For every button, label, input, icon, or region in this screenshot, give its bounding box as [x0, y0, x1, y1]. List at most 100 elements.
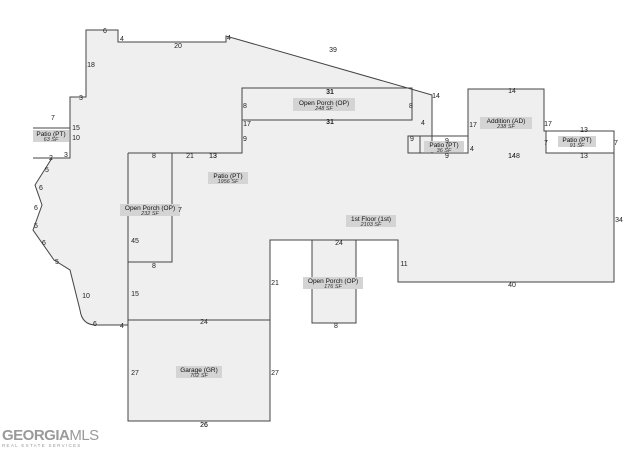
- dimension-label: 27: [131, 370, 139, 377]
- dimension-label: 39: [329, 47, 337, 54]
- house-outline: [32, 29, 615, 422]
- logo-brand: GEORGIAMLS: [2, 427, 99, 444]
- room-sf: 176 SF: [324, 284, 342, 290]
- room-name: Patio (PT): [213, 173, 242, 180]
- dimension-label: 13: [580, 153, 588, 160]
- dimension-label: 27: [271, 370, 279, 377]
- dimension-label: 15: [131, 291, 139, 298]
- dimension-label: 2: [49, 155, 53, 162]
- dimension-label: 34: [615, 217, 623, 224]
- dimension-label: 6: [39, 185, 43, 192]
- dimension-label: 5: [55, 259, 59, 266]
- room-label-first-floor: 1st Floor (1st) 2103 SF: [346, 215, 396, 228]
- room-sf: 2103 SF: [360, 222, 382, 228]
- dimension-label: 9: [410, 136, 414, 143]
- room-sf: 702 SF: [190, 373, 208, 379]
- room-label-addition: Addition (AD) 238 SF: [480, 117, 532, 130]
- room-name: Open Porch (OP): [299, 100, 349, 107]
- dimension-label: 9: [445, 153, 449, 160]
- dimension-label: 31: [326, 89, 334, 96]
- dimension-label: 14: [508, 88, 516, 95]
- georgia-mls-logo: GEORGIAMLS REAL ESTATE SERVICES: [2, 428, 99, 448]
- logo-subtitle: REAL ESTATE SERVICES: [2, 443, 82, 448]
- dimension-label: 8: [152, 263, 156, 270]
- dimension-label: 7: [614, 140, 618, 147]
- dimension-label: 13: [209, 153, 217, 160]
- room-label-patio-center: Patio (PT) 36 SF: [424, 141, 464, 154]
- dimension-label: 4: [120, 323, 124, 330]
- room-sf: 248 SF: [314, 106, 333, 112]
- dimension-label: 13: [580, 127, 588, 134]
- dimension-label: 17: [243, 121, 251, 128]
- room-sf: 63 SF: [44, 137, 59, 143]
- dimension-label: 8: [243, 103, 247, 110]
- room-sf: 36 SF: [437, 148, 452, 154]
- dimension-label: 4: [120, 36, 124, 43]
- room-name: Patio (PT): [429, 142, 458, 149]
- dimension-label: 26: [200, 422, 208, 429]
- room-name: 1st Floor (1st): [351, 216, 391, 223]
- dimension-label: 14: [432, 93, 440, 100]
- dimension-label: 20: [174, 43, 182, 50]
- room-label-patio-right: Patio (PT) 91 SF: [558, 136, 596, 149]
- dimension-label: 5: [34, 223, 38, 230]
- dimension-label: 13: [209, 153, 217, 160]
- room-label-patio-main: Patio (PT) 1956 SF: [208, 172, 248, 185]
- dimension-label: 11: [400, 261, 407, 268]
- dimension-label: 9: [445, 138, 449, 145]
- room-name: Open Porch (OP): [125, 205, 175, 212]
- room-name: Open Porch (OP): [308, 278, 358, 285]
- dimension-label: 6: [93, 321, 97, 328]
- dimension-label: 18: [87, 62, 95, 69]
- dimension-label: 9: [243, 136, 247, 143]
- open-porch-outline: [241, 87, 413, 121]
- dimension-label: 6: [42, 240, 46, 247]
- dimension-label: 15: [72, 125, 80, 132]
- room-label-patio-left: Patio (PT) 63 SF: [33, 130, 69, 143]
- room-label-open-porch-front: Open Porch (OP) 176 SF: [303, 277, 363, 290]
- dimension-label: 21: [186, 153, 194, 160]
- room-name: Patio (PT): [36, 131, 65, 138]
- dimension-label: 148: [508, 153, 520, 160]
- room-sf: 1956 SF: [218, 179, 239, 185]
- dimension-label: 3: [79, 95, 83, 102]
- dimension-label: 17: [469, 122, 477, 129]
- dimension-label: 6: [103, 28, 107, 35]
- dimension-label: 4: [421, 120, 425, 127]
- dimension-labels: 6 4 20 4 39 18 3 7 15 10 3 2 5 6 6 5 6 5…: [34, 28, 623, 429]
- patio-center-outline: [420, 135, 469, 153]
- dimension-label: 17: [544, 121, 552, 128]
- dimension-label: 24: [200, 319, 208, 326]
- patio-right-outline: [544, 130, 615, 153]
- room-sf: 232 SF: [140, 211, 159, 217]
- dimension-label: 4: [470, 146, 474, 153]
- dimension-label: 14: [508, 153, 516, 160]
- room-label-open-porch-left: Open Porch (OP) 232 SF: [120, 204, 180, 217]
- dimension-label: 24: [335, 240, 343, 247]
- room-name: Garage (GR): [180, 367, 218, 374]
- room-label-garage: Garage (GR) 702 SF: [176, 366, 222, 379]
- dimension-label: 6: [34, 205, 38, 212]
- dimension-label: 7: [178, 207, 182, 214]
- dimension-label: 7: [51, 115, 55, 122]
- dimension-label: 10: [82, 293, 90, 300]
- dimension-label: 31: [326, 119, 334, 126]
- room-sf: 238 SF: [496, 124, 515, 130]
- dimension-label: 5: [45, 167, 49, 174]
- room-name: Patio (PT): [562, 137, 591, 144]
- room-label-open-porch-top: Open Porch (OP) 248 SF: [293, 98, 355, 112]
- dimension-label: 7: [544, 140, 548, 147]
- dimension-label: 4: [227, 35, 231, 42]
- dimension-label: 26: [200, 422, 208, 429]
- dimension-label: 8: [152, 153, 156, 160]
- room-sf: 91 SF: [570, 143, 585, 149]
- dimension-label: 8: [409, 103, 413, 110]
- dimension-label: 10: [72, 135, 80, 142]
- dimension-label: 21: [271, 280, 279, 287]
- patio-left-outline: [33, 127, 71, 159]
- dimension-label: 40: [508, 282, 516, 289]
- room-name: Addition (AD): [487, 118, 526, 125]
- dimension-label: 45: [131, 238, 139, 245]
- dimension-label: 3: [64, 152, 68, 159]
